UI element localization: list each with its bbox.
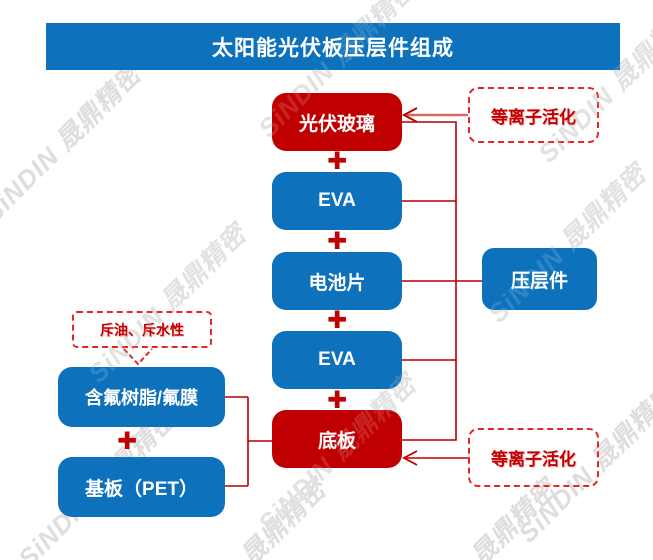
pet-substrate-box: 基板（PET）: [58, 457, 225, 517]
plasma-bottom-arrowhead-icon: [402, 450, 418, 466]
plasma-activation-bottom-note: 等离子活化: [468, 428, 599, 487]
backsheet-group-bracket: [225, 396, 272, 487]
hydrophobic-arrow-icon: [123, 348, 153, 366]
layer-eva-top: EVA: [272, 172, 402, 230]
plus-icon: ✚: [326, 306, 348, 334]
plus-icon: ✚: [326, 386, 348, 414]
plus-icon: ✚: [326, 147, 348, 175]
layer-backsheet: 底板: [272, 410, 402, 468]
hydrophobic-note: 斥油、斥水性: [72, 311, 212, 348]
plasma-activation-top-note: 等离子活化: [468, 87, 599, 143]
fluoro-resin-film-box: 含氟树脂/氟膜: [58, 367, 225, 427]
layer-pv-glass: 光伏玻璃: [272, 93, 402, 151]
laminate-box: 压层件: [482, 248, 597, 310]
layer-eva-bottom: EVA: [272, 331, 402, 389]
plasma-top-arrowhead-icon: [401, 107, 418, 123]
layer-cell: 电池片: [272, 252, 402, 310]
page-title: 太阳能光伏板压层件组成: [46, 23, 620, 70]
plus-icon: ✚: [116, 427, 138, 455]
plus-icon: ✚: [326, 227, 348, 255]
